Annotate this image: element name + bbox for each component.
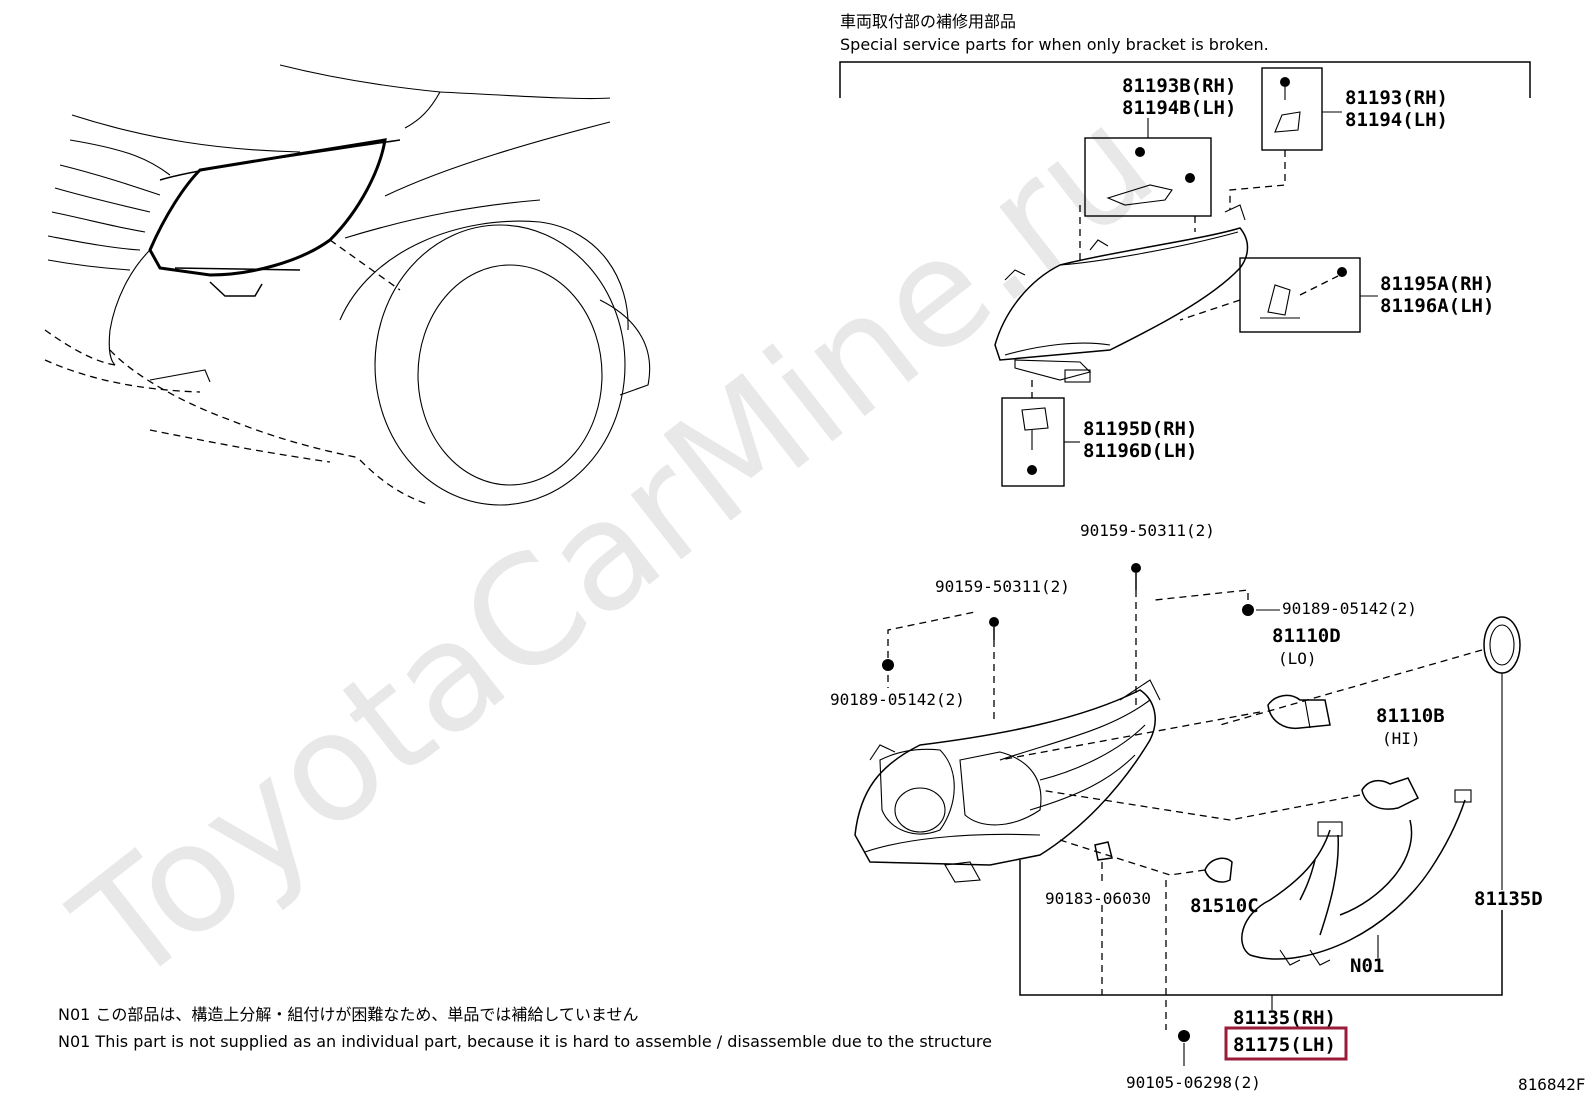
label-81175: 81175(LH) <box>1233 1034 1336 1056</box>
bracket-81193b-icon <box>1106 147 1195 206</box>
header-jp: 車両取付部の補修用部品 <box>840 12 1016 31</box>
cover-81135d-icon <box>1483 616 1521 674</box>
bracket-81195a-icon <box>1260 267 1347 319</box>
highlight-box <box>1224 1026 1348 1061</box>
nut-90189-left <box>882 659 894 671</box>
car-front-illustration <box>44 64 651 506</box>
header-bracket <box>839 61 1531 98</box>
bulb-81510c-icon <box>1204 857 1233 883</box>
lower-headlamp <box>854 679 1161 883</box>
screw-90105-icon <box>1178 1030 1190 1042</box>
note-jp: N01 この部品は、構造上分解・組付けが困難なため、単品では補給していません <box>58 1005 638 1024</box>
bracket-81193-icon <box>1274 77 1301 133</box>
bulb-81110d-icon <box>1267 694 1331 730</box>
bulb-81110b-icon <box>1361 777 1420 810</box>
upper-headlamp <box>994 204 1249 383</box>
label-90189-right: 90189-05142(2) <box>1282 599 1417 618</box>
label-90159-top: 90159-50311(2) <box>1080 521 1215 540</box>
label-90183: 90183-06030 <box>1045 889 1151 908</box>
watermark: ToyotaCarMine.ru <box>44 74 1185 1018</box>
wire-harness-icon <box>1241 789 1472 966</box>
bolt-90159-left <box>989 617 999 640</box>
clip-90183-icon <box>1094 841 1113 861</box>
label-90159-left: 90159-50311(2) <box>935 577 1070 596</box>
bolt-90159-top <box>1131 563 1141 590</box>
label-81196a: 81196A(LH) <box>1380 295 1494 317</box>
bracket-box-81193 <box>1261 67 1323 151</box>
label-90105: 90105-06298(2) <box>1126 1073 1261 1092</box>
label-81135d: 81135D <box>1474 888 1543 910</box>
header-en: Special service parts for when only brac… <box>840 35 1269 54</box>
label-81195a: 81195A(RH) <box>1380 273 1494 295</box>
label-81110b-hi: (HI) <box>1382 729 1421 748</box>
nut-90189-right <box>1242 604 1254 616</box>
label-81193: 81193(RH) <box>1345 87 1448 109</box>
assembly-bracket <box>1019 860 1503 996</box>
label-81110d-lo: (LO) <box>1278 649 1317 668</box>
label-81194: 81194(LH) <box>1345 109 1448 131</box>
label-81195d: 81195D(RH) <box>1083 418 1197 440</box>
label-90189-left: 90189-05142(2) <box>830 690 965 709</box>
label-81194b: 81194B(LH) <box>1122 97 1236 119</box>
label-81135: 81135(RH) <box>1233 1007 1336 1029</box>
label-n01: N01 <box>1350 955 1384 977</box>
bracket-81195d-icon <box>1021 407 1049 475</box>
note-en: N01 This part is not supplied as an indi… <box>58 1032 992 1051</box>
label-81196d: 81196D(LH) <box>1083 440 1197 462</box>
bracket-box-81195a <box>1239 257 1361 333</box>
label-81110b: 81110B <box>1376 705 1445 727</box>
label-81193b: 81193B(RH) <box>1122 75 1236 97</box>
label-81110d: 81110D <box>1272 625 1341 647</box>
diagram-code: 816842F <box>1518 1075 1585 1094</box>
label-81510c: 81510C <box>1190 895 1259 917</box>
